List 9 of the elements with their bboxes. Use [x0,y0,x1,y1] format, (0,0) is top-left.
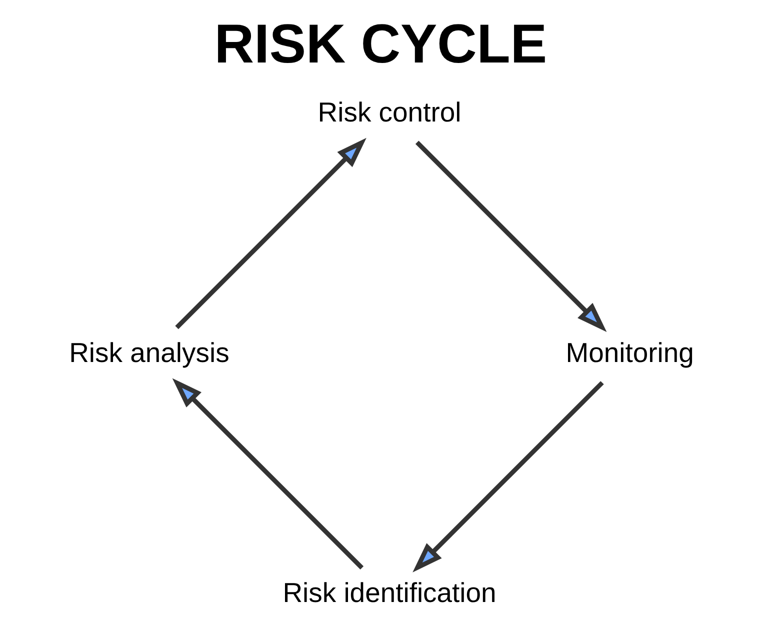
diagram-title: RISK CYCLE [214,12,547,75]
node-text: Monitoring [566,336,694,368]
node-text: Risk control [318,96,462,128]
node-text: Risk analysis [69,336,230,368]
node-text: Risk identification [282,577,496,608]
arrow [172,378,364,570]
arrow [412,381,604,572]
arrow [415,140,607,332]
arrow [175,138,366,330]
